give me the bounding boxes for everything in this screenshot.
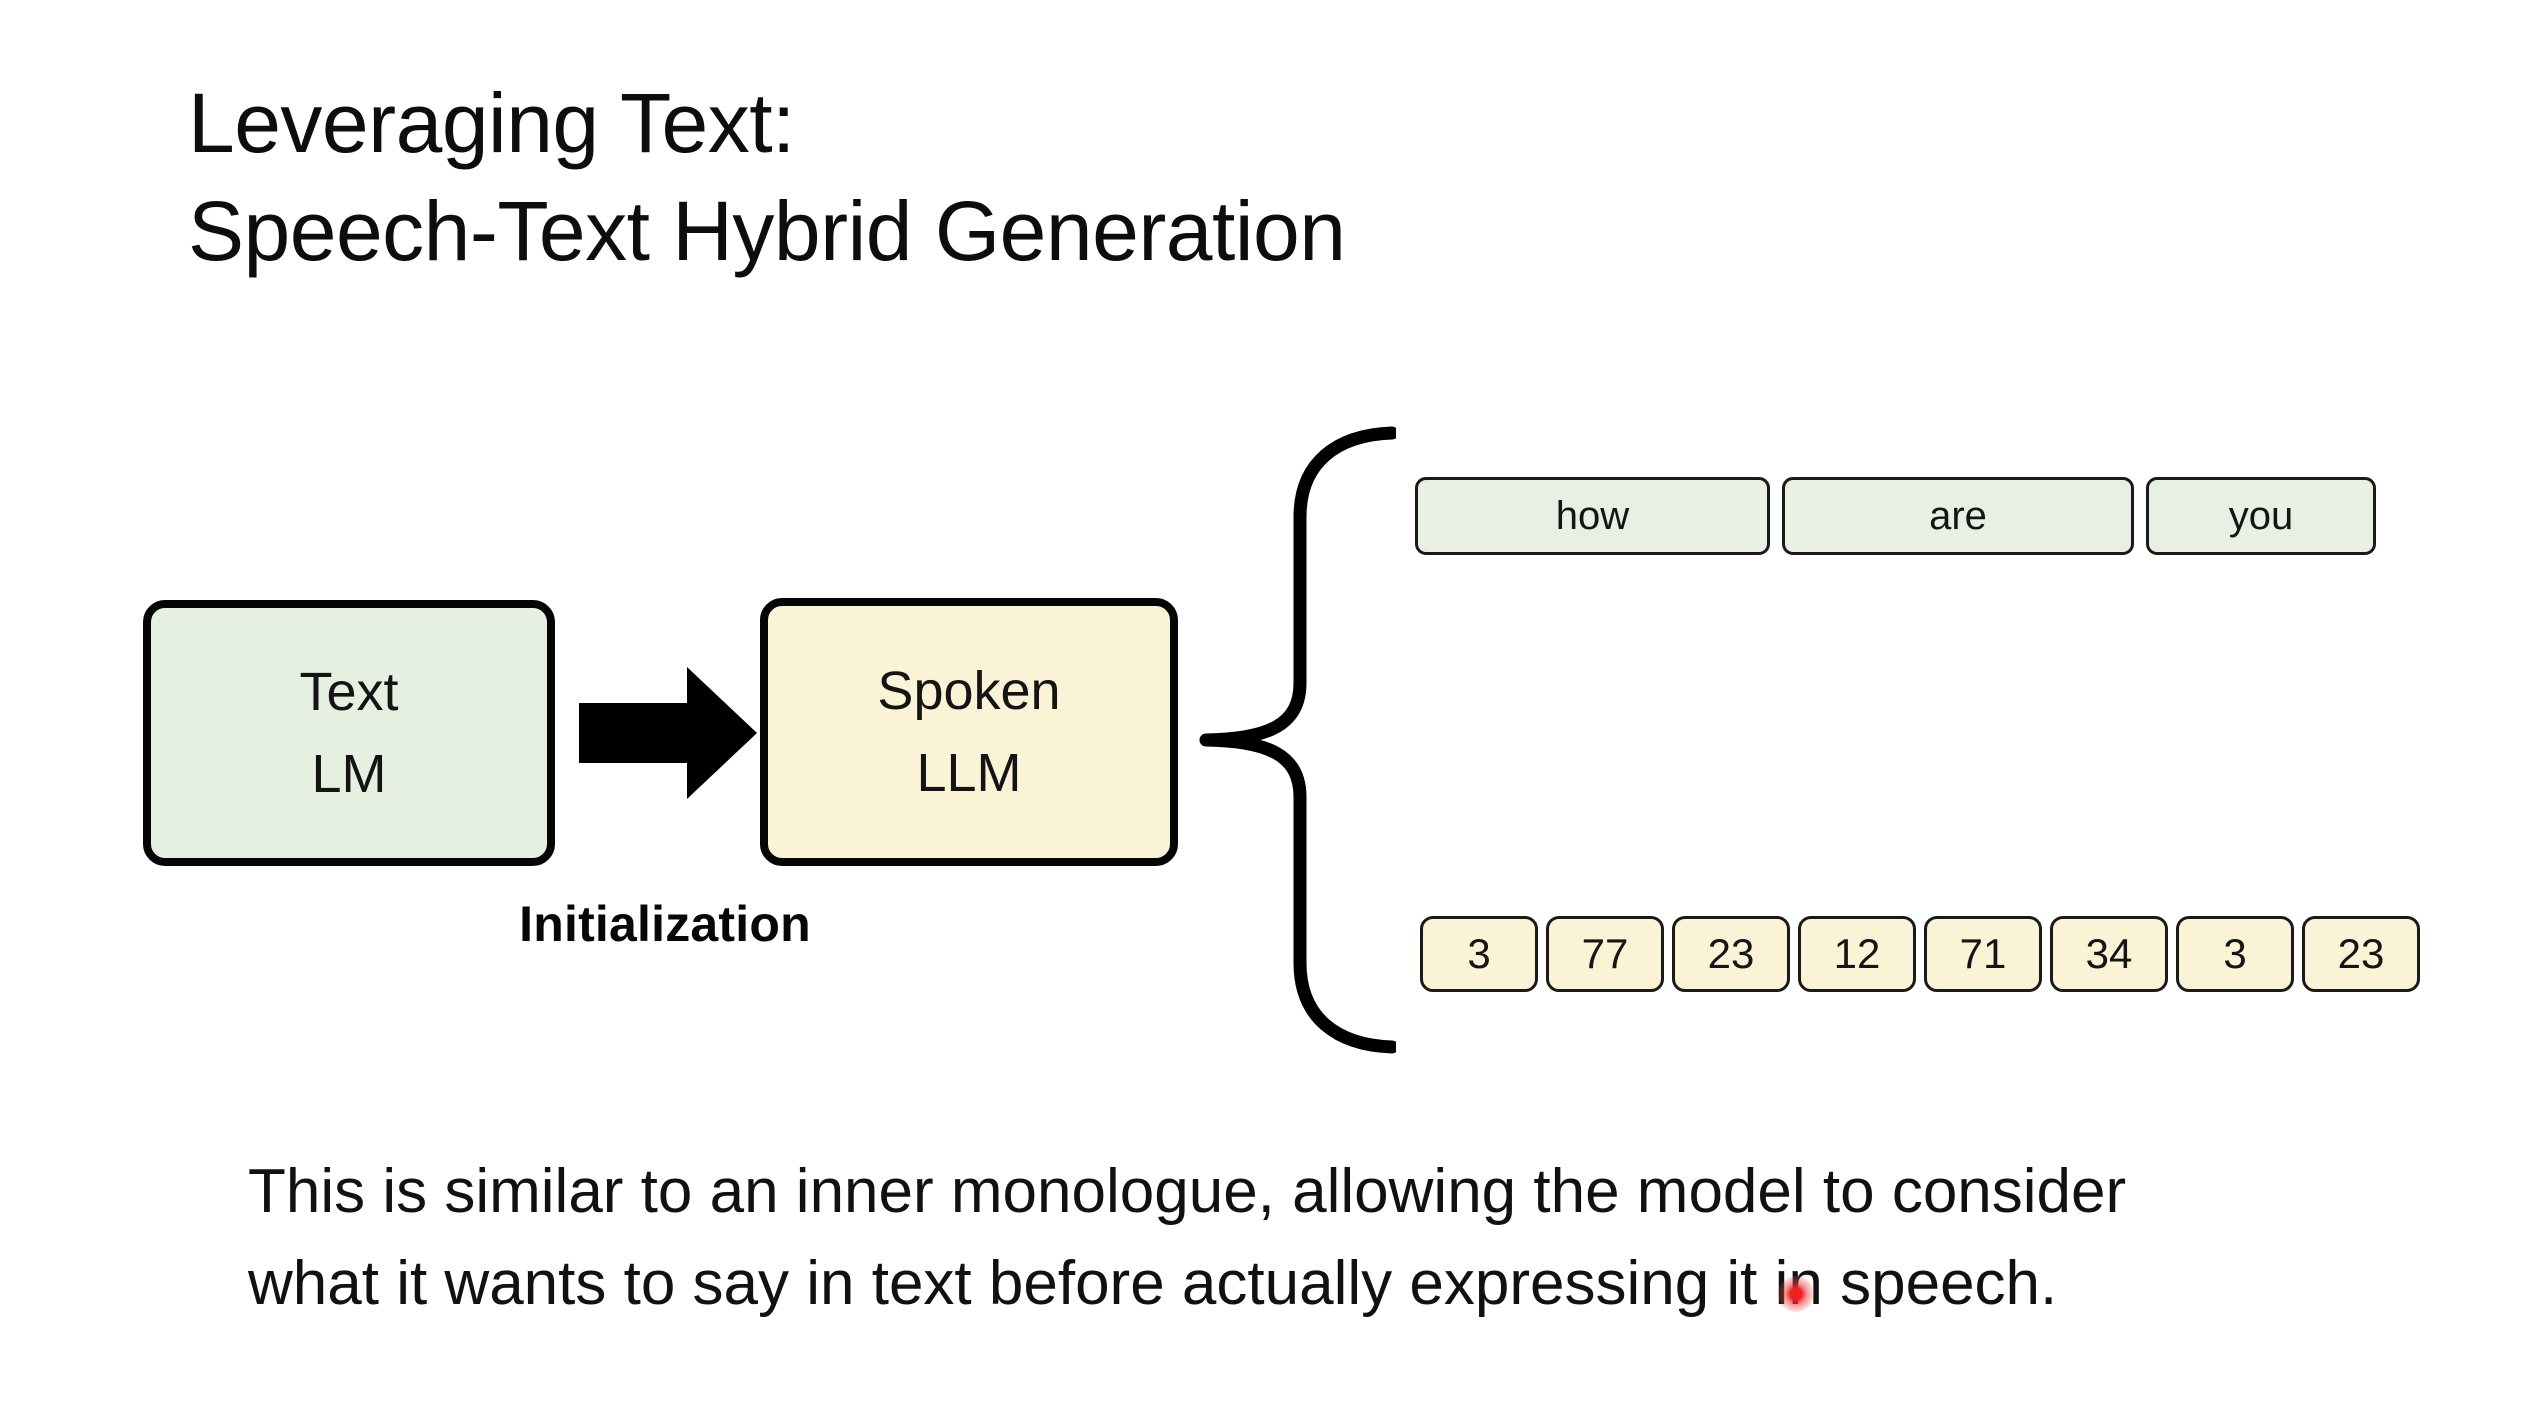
curly-brace-icon	[1196, 425, 1396, 1055]
spoken-llm-label-line-1: Spoken	[877, 660, 1061, 721]
caption-text: This is similar to an inner monologue, a…	[248, 1146, 2408, 1330]
spoken-llm-box: Spoken LLM	[760, 598, 1178, 866]
speech-unit-token: 34	[2050, 916, 2168, 992]
text-lm-label-line-2: LM	[311, 744, 387, 804]
caption-line-2: what it wants to say in text before actu…	[248, 1248, 2058, 1318]
arrow-right-icon	[575, 665, 761, 801]
speech-unit-token: 3	[1420, 916, 1538, 992]
title-line-2: Speech-Text Hybrid Generation	[188, 183, 1346, 278]
text-token: are	[1782, 477, 2134, 555]
speech-unit-token-row: 3 77 23 12 71 34 3 23	[1420, 916, 2420, 992]
speech-unit-token: 23	[2302, 916, 2420, 992]
speech-unit-token: 3	[2176, 916, 2294, 992]
text-token: you	[2146, 477, 2376, 555]
speech-unit-token: 77	[1546, 916, 1664, 992]
text-lm-box: Text LM	[143, 600, 555, 866]
text-token-row: how are you	[1415, 477, 2376, 555]
speech-unit-token: 23	[1672, 916, 1790, 992]
page-title: Leveraging Text: Speech-Text Hybrid Gene…	[188, 70, 2288, 285]
initialization-label: Initialization	[519, 896, 811, 952]
text-token: how	[1415, 477, 1770, 555]
caption-line-1: This is similar to an inner monologue, a…	[248, 1157, 2127, 1226]
speech-unit-token: 71	[1924, 916, 2042, 992]
speech-unit-token: 12	[1798, 916, 1916, 992]
spoken-llm-label-line-2: LLM	[916, 743, 1022, 803]
text-lm-label-line-1: Text	[299, 661, 399, 722]
title-line-1: Leveraging Text:	[188, 76, 795, 170]
